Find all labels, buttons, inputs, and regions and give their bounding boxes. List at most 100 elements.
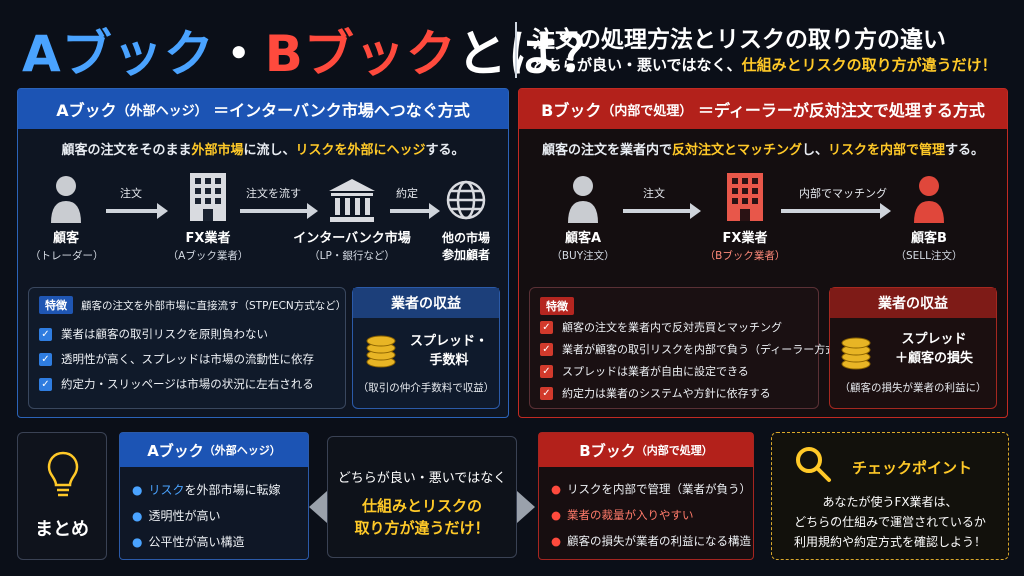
bullet-icon: ● bbox=[551, 482, 562, 496]
a-revenue-header: 業者の収益 bbox=[353, 288, 499, 318]
a-flow-customer-label: 顧客 bbox=[52, 231, 79, 246]
summary-center-line2: 仕組みとリスクの bbox=[361, 497, 482, 515]
summary-a-item-2: 透明性が高い bbox=[148, 509, 221, 523]
arrow-left-icon bbox=[309, 491, 327, 523]
title-b-book: Bブック bbox=[264, 25, 457, 83]
a-features-intro: 顧客の注文を外部市場に直接流す（STP/ECN方式など） bbox=[81, 299, 347, 312]
summary-a-item-1: を外部市場に転嫁 bbox=[184, 483, 281, 497]
a-features-tag: 特徴 bbox=[39, 296, 73, 314]
b-revenue-box: 業者の収益 スプレッド ＋顧客の損失 （顧客の損失が業者の利益に） bbox=[829, 287, 997, 409]
a-feature-text-3: 約定力・スリッページは市場の状況に左右される bbox=[61, 377, 314, 391]
globe-icon bbox=[446, 180, 486, 220]
b-flow-broker: FX業者 （Bブック業者） bbox=[695, 171, 795, 263]
summary-a-item: ●リスクを外部市場に転嫁 bbox=[132, 481, 281, 498]
b-flow-broker-sub: （Bブック業者） bbox=[704, 250, 786, 262]
lightbulb-icon bbox=[47, 451, 79, 497]
b-flow-customer-b-label: 顧客B bbox=[911, 231, 947, 246]
a-flow-other-sub: 参加顧者 bbox=[441, 248, 490, 262]
b-feature-text-3: スプレッドは業者が自由に設定できる bbox=[562, 365, 749, 378]
checkpoint-box: チェックポイント あなたが使うFX業者は、 どちらの仕組みで運営されているか 利… bbox=[771, 432, 1009, 560]
summary-a-header: Aブック（外部ヘッジ） bbox=[120, 433, 308, 467]
tagline-pre: どちらが良い・悪いではなく、 bbox=[532, 56, 742, 74]
summary-b-item-3: 顧客の損失が業者の利益になる構造 bbox=[567, 534, 752, 548]
b-flow-broker-label: FX業者 bbox=[722, 231, 768, 246]
b-feature-item: ✓ スプレッドは業者が自由に設定できる bbox=[540, 363, 749, 379]
b-desc-post: する。 bbox=[945, 143, 985, 158]
bank-icon bbox=[329, 179, 375, 222]
b-flow-customer-b-sub: （SELL注文） bbox=[895, 250, 963, 262]
summary-b-head-paren: （内部で処理） bbox=[635, 444, 713, 457]
a-revenue-box: 業者の収益 スプレッド・ 手数料 （取引の仲介手数料で収益） bbox=[352, 287, 500, 409]
summary-a-item-3: 公平性が高い構造 bbox=[148, 535, 245, 549]
b-feature-item: ✓ 業者が顧客の取引リスクを内部で負う（ディーラー方式） bbox=[540, 341, 847, 357]
magnifier-icon bbox=[796, 447, 831, 482]
b-features-tag: 特徴 bbox=[540, 297, 574, 315]
checkbox-icon: ✓ bbox=[540, 320, 553, 334]
summary-b-item: ●業者の裁量が入りやすい bbox=[551, 507, 694, 523]
bullet-icon: ● bbox=[551, 534, 562, 548]
bullet-icon: ● bbox=[132, 509, 143, 523]
a-flow-interbank: インターバンク市場 （LP・銀行など） bbox=[290, 177, 414, 263]
summary-label: まとめ bbox=[35, 519, 89, 540]
b-desc-pre: 顧客の注文を業者内で bbox=[541, 143, 672, 158]
checkbox-icon: ✓ bbox=[39, 352, 52, 366]
a-feature-item: ✓業者は顧客の取引リスクを原則負わない bbox=[39, 326, 268, 342]
a-features-header: 特徴 顧客の注文を外部市場に直接流す（STP/ECN方式など） bbox=[39, 296, 346, 314]
checkpoint-line-2: どちらの仕組みで運営されているか bbox=[794, 515, 986, 529]
checkbox-icon: ✓ bbox=[540, 342, 553, 356]
b-arrow-order bbox=[623, 203, 701, 219]
b-features-header: 特徴 bbox=[540, 295, 574, 315]
b-book-description: 顧客の注文を業者内で反対注文とマッチングし、リスクを内部で管理する。 bbox=[519, 139, 1007, 158]
person-icon bbox=[51, 176, 81, 223]
summary-b-head-main: Bブック bbox=[579, 441, 636, 460]
a-arrow-forward bbox=[240, 203, 318, 219]
a-desc-mid: に流し、 bbox=[243, 143, 296, 158]
person-icon bbox=[568, 176, 598, 223]
a-flow-customer: 顧客 （トレーダー） bbox=[30, 175, 104, 263]
a-flow-other-label: 他の市場 bbox=[441, 231, 490, 245]
summary-a-item-hl: リスク bbox=[148, 483, 185, 497]
a-flow-customer-sub: （トレーダー） bbox=[30, 250, 104, 262]
building-icon bbox=[727, 173, 763, 221]
summary-a-head-main: Aブック bbox=[147, 441, 204, 460]
b-feature-text-4: 約定力は業者のシステムや方針に依存する bbox=[562, 387, 771, 400]
a-desc-hl2: リスクを外部にヘッジ bbox=[295, 143, 426, 158]
a-feature-text-1: 業者は顧客の取引リスクを原則負わない bbox=[61, 327, 268, 341]
b-flow-customer-a-sub: （BUY注文） bbox=[551, 250, 615, 262]
summary-box: まとめ bbox=[17, 432, 107, 560]
summary-center-line3: 取り方が違うだけ！ bbox=[354, 519, 490, 537]
a-revenue-note: （取引の仲介手数料で収益） bbox=[357, 382, 495, 394]
b-revenue-note: （顧客の損失が業者の利益に） bbox=[839, 382, 987, 394]
summary-a-box: Aブック（外部ヘッジ） ●リスクを外部市場に転嫁 ● 透明性が高い ●公平性が高い… bbox=[119, 432, 309, 560]
b-feature-item: ✓約定力は業者のシステムや方針に依存する bbox=[540, 385, 771, 401]
summary-b-item: ●リスクを内部で管理（業者が負う） bbox=[551, 481, 751, 497]
summary-center-box: どちらが良い・悪いではなく 仕組みとリスクの 取り方が違うだけ！ bbox=[327, 436, 517, 558]
b-desc-hl2: リスクを内部で管理 bbox=[828, 143, 946, 158]
b-revenue-header: 業者の収益 bbox=[830, 288, 996, 318]
summary-b-header: Bブック（内部で処理） bbox=[539, 433, 753, 467]
checkbox-icon: ✓ bbox=[540, 364, 553, 378]
b-feature-text-2: 業者が顧客の取引リスクを内部で負う（ディーラー方式） bbox=[562, 343, 848, 356]
b-arrow-match bbox=[781, 203, 891, 219]
a-arrow-label-order: 注文 bbox=[120, 187, 142, 200]
checkpoint-title: チェックポイント bbox=[852, 459, 973, 477]
b-desc-hl1: 反対注文とマッチング bbox=[671, 143, 802, 158]
summary-a-item: ●公平性が高い構造 bbox=[132, 533, 245, 550]
coins-icon bbox=[366, 335, 396, 368]
b-features-box: 特徴 ✓顧客の注文を業者内で反対売買とマッチング ✓業者が顧客の取引リスクを内部… bbox=[529, 287, 847, 409]
checkpoint-line-3: 利用規約や約定方式を確認しよう！ bbox=[793, 535, 986, 549]
page-subtitle: 注文の処理方法とリスクの取り方の違い bbox=[532, 27, 946, 53]
a-flow-broker-label: FX業者 bbox=[185, 231, 231, 246]
a-flow-broker-sub: （Aブック業者） bbox=[167, 250, 249, 262]
summary-center-highlight: 仕組みとリスクの 取り方が違うだけ！ bbox=[328, 495, 516, 539]
title-rest: とは？ bbox=[456, 25, 610, 83]
b-head-main: Bブック bbox=[541, 101, 602, 120]
b-arrow-label-order: 注文 bbox=[643, 187, 665, 200]
a-desc-post: する。 bbox=[425, 143, 465, 158]
a-feature-item: ✓透明性が高く、スプレッドは市場の流動性に依存 bbox=[39, 351, 314, 367]
a-arrow-fill bbox=[390, 203, 440, 219]
checkpoint-line-1: あなたが使うFX業者は、 bbox=[822, 495, 958, 509]
b-head-paren: （内部で処理） bbox=[601, 103, 693, 119]
a-arrow-label-fill: 約定 bbox=[396, 187, 418, 200]
tagline-highlight: 仕組みとリスクの取り方が違うだけ！ bbox=[741, 56, 997, 74]
